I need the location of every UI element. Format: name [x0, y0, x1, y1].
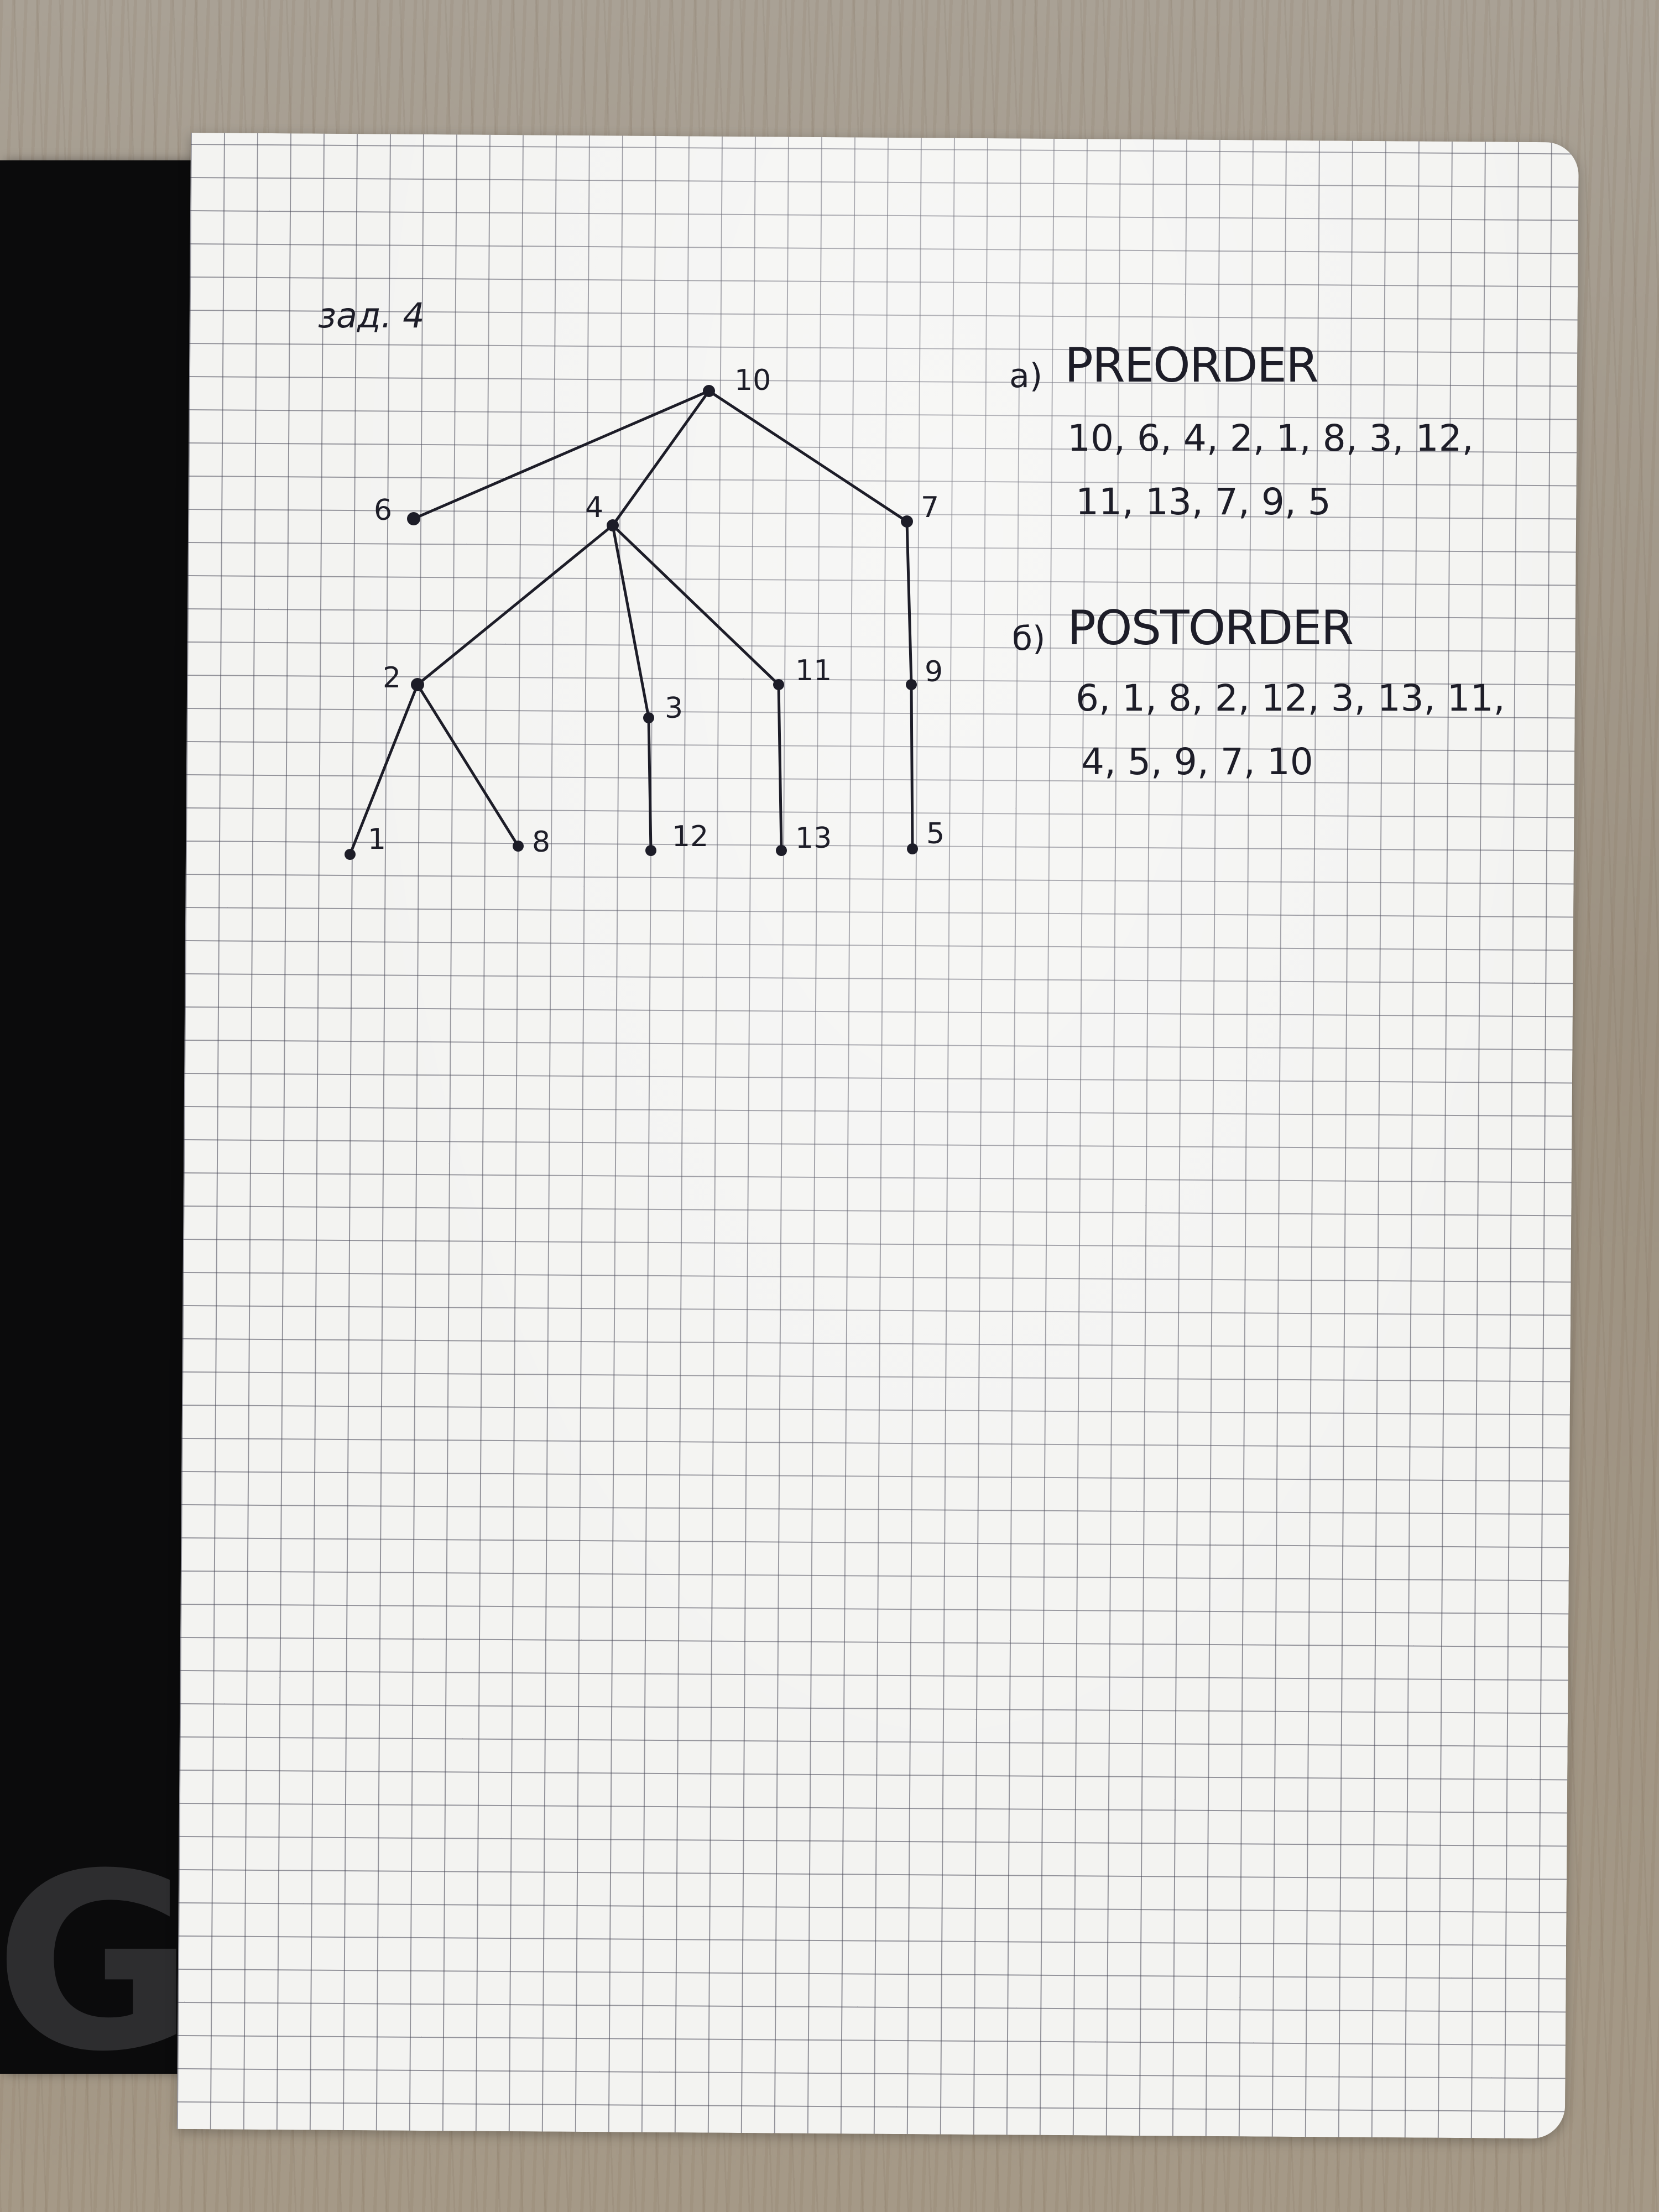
edge-9-5	[910, 683, 914, 851]
answer-b: б) POSTORDER 6, 1, 8, 2, 12, 3, 13, 11, …	[1012, 601, 1505, 783]
edge-10-7	[707, 389, 909, 523]
answer-b-line-1: 6, 1, 8, 2, 12, 3, 13, 11,	[1076, 677, 1505, 719]
node-dot-6	[407, 512, 420, 525]
node-label-10: 10	[734, 364, 771, 397]
tree-node-dots	[345, 385, 918, 860]
answer-b-title: POSTORDER	[1067, 601, 1353, 656]
answer-a-title: PREORDER	[1065, 338, 1318, 393]
edge-10-6	[412, 389, 711, 520]
edge-11-13	[777, 683, 783, 852]
answer-b-line-2: 4, 5, 9, 7, 10	[1081, 740, 1313, 783]
answer-b-marker: б)	[1012, 619, 1045, 658]
node-dot-3	[643, 712, 654, 723]
node-dot-9	[906, 679, 917, 690]
node-label-9: 9	[925, 655, 943, 688]
edge-2-1	[348, 683, 419, 856]
node-dot-1	[345, 849, 356, 860]
answer-a-line-2: 11, 13, 7, 9, 5	[1076, 481, 1331, 523]
node-label-3: 3	[665, 692, 683, 725]
node-label-6: 6	[374, 494, 392, 527]
tree-edges	[348, 389, 914, 856]
node-label-2: 2	[383, 661, 401, 695]
node-label-8: 8	[532, 826, 550, 859]
node-label-5: 5	[926, 817, 945, 851]
answer-a-line-1: 10, 6, 4, 2, 1, 8, 3, 12,	[1067, 417, 1474, 460]
task-heading: зад. 4	[318, 295, 425, 336]
node-label-12: 12	[672, 820, 708, 853]
node-dot-7	[901, 515, 913, 528]
edge-4-3	[611, 524, 650, 719]
edge-4-2	[416, 524, 614, 686]
node-dot-11	[773, 679, 784, 690]
node-label-11: 11	[795, 654, 832, 687]
node-dot-13	[776, 845, 787, 856]
node-dot-12	[645, 845, 656, 856]
node-dot-10	[703, 385, 715, 397]
black-desk-pad: G	[0, 160, 210, 2085]
node-dot-5	[907, 843, 918, 854]
edge-3-12	[647, 716, 653, 852]
answer-a-marker: а)	[1009, 357, 1042, 395]
answer-a: а) PREORDER 10, 6, 4, 2, 1, 8, 3, 12, 11…	[1009, 338, 1474, 523]
edge-10-4	[611, 389, 711, 527]
edge-4-11	[611, 524, 780, 686]
node-label-4: 4	[585, 491, 603, 524]
node-dot-2	[411, 678, 424, 691]
edge-7-9	[905, 520, 913, 686]
tree-node-labels: 10 6 4 7 2 3 11 9 1 8 12 13 5	[368, 364, 945, 859]
pad-logo: G	[0, 1822, 194, 2105]
node-label-7: 7	[921, 491, 939, 524]
node-label-1: 1	[368, 823, 386, 856]
edge-2-8	[416, 683, 520, 848]
node-label-13: 13	[795, 822, 832, 855]
node-dot-8	[513, 841, 524, 852]
node-dot-4	[607, 519, 619, 531]
